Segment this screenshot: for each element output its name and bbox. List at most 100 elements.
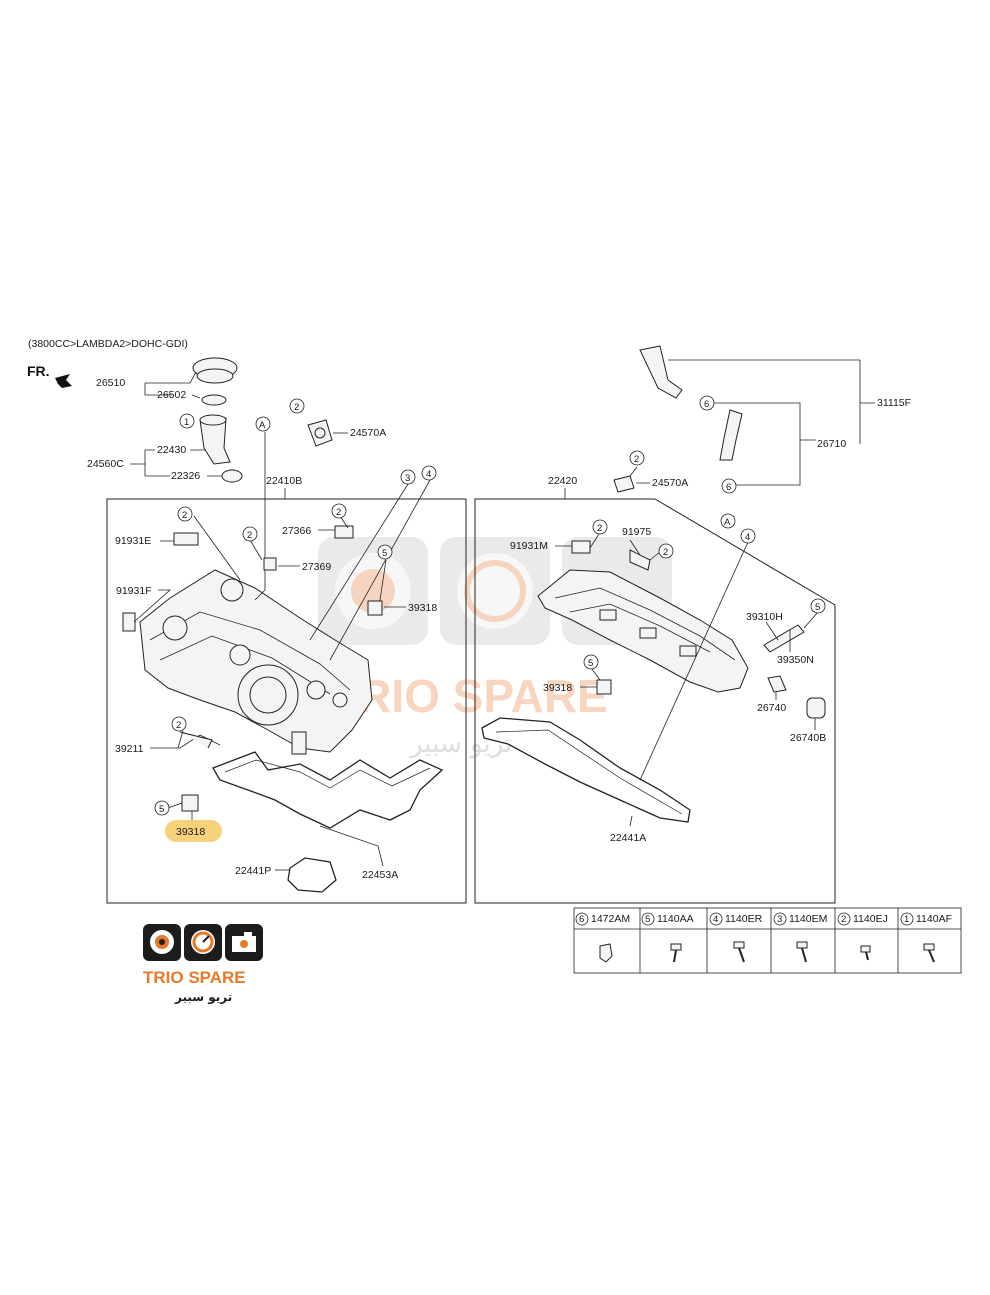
pcv-hose-lower xyxy=(719,409,743,461)
bracket-91975 xyxy=(629,549,651,571)
callout-26740B: 26740B xyxy=(790,732,826,744)
bolt-fastener-icon xyxy=(796,941,808,963)
fastener-num: 3 xyxy=(777,914,782,925)
pcv-hose-group: 31115F 26710 6 6 A xyxy=(639,345,911,529)
cam-sensor-right xyxy=(596,679,612,695)
callout-91931E: 91931E xyxy=(115,535,151,547)
bolt-fastener-icon xyxy=(670,943,682,963)
fastener-num: 6 xyxy=(579,914,584,925)
callout-27369: 27369 xyxy=(302,561,331,573)
ref-circle: 2 xyxy=(247,530,252,541)
fastener-code: 1140AA xyxy=(657,913,694,925)
clip-fastener-icon xyxy=(599,943,613,963)
filler-neck-gasket xyxy=(221,469,243,483)
ref-circle: 4 xyxy=(745,532,750,543)
left-bank-frame xyxy=(106,498,467,904)
plug-tube-gasket xyxy=(287,857,337,893)
bolt-fastener-icon xyxy=(923,943,935,963)
callout-91931M: 91931M xyxy=(510,540,548,552)
oil-filler-neck-group: 24560C 22430 22326 xyxy=(87,414,243,483)
sensor-27369 xyxy=(263,557,277,571)
ref-circle: 2 xyxy=(176,720,181,731)
left-gasket xyxy=(212,751,444,829)
breather-fitting-right xyxy=(613,475,635,493)
sensor-26740 xyxy=(767,675,787,693)
trio-spare-logo: TRIO SPARE تريو سبير xyxy=(143,924,263,1005)
watermark-brand: TRIO SPARE xyxy=(330,670,608,722)
sensor-39310H xyxy=(763,624,805,653)
ref-circle: 2 xyxy=(597,523,602,534)
fastener-code: 1472AM xyxy=(591,913,630,925)
ref-circle: A xyxy=(259,420,266,431)
callout-31115F: 31115F xyxy=(877,397,911,409)
ref-circle: 6 xyxy=(726,482,731,493)
ref-circle: 5 xyxy=(382,548,387,559)
ref-circle: 4 xyxy=(426,469,431,480)
callout-26510: 26510 xyxy=(96,377,125,389)
connector-27366 xyxy=(334,525,354,539)
cam-sensor-left-lower xyxy=(181,794,199,812)
callout-91975: 91975 xyxy=(622,526,651,538)
fastener-num: 2 xyxy=(841,914,846,925)
callout-27366: 27366 xyxy=(282,525,311,537)
left-cylinder-head-cover xyxy=(122,569,373,755)
callout-24570A-right: 24570A xyxy=(652,477,688,489)
front-marker-label: FR. xyxy=(27,363,50,379)
callout-39211: 39211 xyxy=(115,743,144,755)
grommet-26740B xyxy=(806,697,826,719)
callout-26740: 26740 xyxy=(757,702,786,714)
callout-22441A: 22441A xyxy=(610,832,646,844)
ref-circle: 2 xyxy=(634,454,639,465)
ref-circle: 3 xyxy=(405,473,410,484)
oil-filler-neck xyxy=(199,417,231,465)
fastener-num: 5 xyxy=(645,914,650,925)
ref-circle: 2 xyxy=(336,507,341,518)
ref-circle: 5 xyxy=(159,804,164,815)
callout-26710: 26710 xyxy=(817,438,846,450)
ref-circle: 1 xyxy=(184,417,189,428)
callout-39310H: 39310H xyxy=(746,611,783,623)
callout-22453A: 22453A xyxy=(362,869,398,881)
circle-refs-left: 1 A 2 3 4 2 2 2 5 2 5 xyxy=(154,398,437,816)
callout-91931F: 91931F xyxy=(116,585,152,597)
logo-brand-text: TRIO SPARE xyxy=(143,968,246,987)
callout-22420: 22420 xyxy=(548,475,577,487)
pcv-hose-upper xyxy=(639,345,683,399)
bracket-91931M xyxy=(571,540,591,554)
callout-24560C: 24560C xyxy=(87,458,124,470)
fastener-code: 1140ER xyxy=(725,913,763,925)
callout-22410B: 22410B xyxy=(266,475,302,487)
fastener-num: 4 xyxy=(713,914,718,925)
callout-26502: 26502 xyxy=(157,389,186,401)
diagram-subtitle: (3800CC>LAMBDA2>DOHC-GDI) xyxy=(28,338,188,350)
callout-39318-left: 39318 xyxy=(408,602,437,614)
callout-22441P: 22441P xyxy=(235,865,271,877)
watermark-arabic: تريو سبير xyxy=(408,729,512,759)
right-cylinder-head-cover xyxy=(537,569,749,693)
watermark: TRIO SPARE تريو سبير xyxy=(318,537,672,759)
callout-22326: 22326 xyxy=(171,470,200,482)
bracket-91931E xyxy=(173,532,199,546)
callout-39318-right: 39318 xyxy=(543,682,572,694)
fastener-code: 1140EM xyxy=(789,913,827,925)
bolt-fastener-icon xyxy=(733,941,745,963)
breather-left-group: 24570A xyxy=(307,419,386,447)
right-bank-frame xyxy=(474,498,836,904)
ref-circle: 6 xyxy=(704,399,709,410)
ref-circle: A xyxy=(724,517,731,528)
ref-circle: 5 xyxy=(815,602,820,613)
fastener-code: 1140AF xyxy=(916,913,952,925)
front-arrow-icon xyxy=(55,374,72,388)
callout-22430: 22430 xyxy=(157,444,186,456)
ref-circle: 2 xyxy=(182,510,187,521)
bolt-fastener-icon xyxy=(860,945,871,961)
callout-24570A-left: 24570A xyxy=(350,427,386,439)
fastener-code: 1140EJ xyxy=(853,913,888,925)
callout-39350N: 39350N xyxy=(777,654,814,666)
callout-39318-highlight: 39318 xyxy=(176,826,205,838)
ref-circle: 2 xyxy=(663,547,668,558)
ref-circle: 2 xyxy=(294,402,299,413)
cam-sensor-left-upper xyxy=(367,600,383,616)
fasteners-table: 6 1472AM 5 1140AA 4 1140ER 3 1140EM 2 11… xyxy=(573,907,962,974)
